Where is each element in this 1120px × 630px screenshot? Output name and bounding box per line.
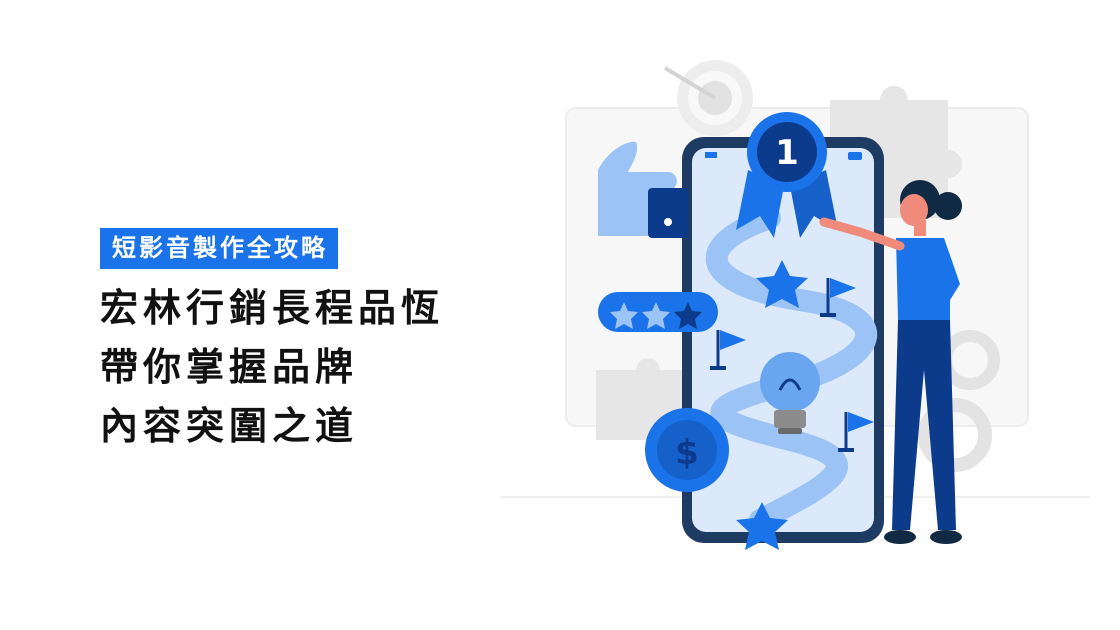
coin-symbol: $ xyxy=(675,433,699,473)
target-icon xyxy=(663,60,753,136)
headline: 宏林行銷長程品恆 帶你掌握品牌 內容突圍之道 xyxy=(100,279,444,456)
woman-character xyxy=(819,180,962,544)
medal-icon: 1 xyxy=(736,112,838,238)
flag-icon xyxy=(710,330,746,370)
thumbs-up-icon xyxy=(598,141,688,238)
marketing-illustration: 1 xyxy=(500,40,1100,610)
gear-icon xyxy=(918,398,992,472)
category-tag: 短影音製作全攻略 xyxy=(100,228,338,269)
star-icon xyxy=(610,302,638,329)
star-icon xyxy=(756,260,808,308)
headline-block: 短影音製作全攻略 宏林行銷長程品恆 帶你掌握品牌 內容突圍之道 xyxy=(100,228,444,456)
headline-line-1: 宏林行銷長程品恆 xyxy=(100,286,445,330)
flag-icon xyxy=(820,278,856,317)
medal-number: 1 xyxy=(775,133,799,173)
headline-line-3: 內容突圍之道 xyxy=(100,404,359,448)
star-icon xyxy=(642,302,670,329)
headline-line-2: 帶你掌握品牌 xyxy=(100,345,359,389)
rating-badge xyxy=(598,292,718,332)
flag-icon xyxy=(838,412,874,452)
light-bulb-icon xyxy=(760,352,820,434)
star-icon xyxy=(674,302,702,329)
star-icon xyxy=(736,502,788,550)
coin-icon: $ xyxy=(645,408,729,492)
